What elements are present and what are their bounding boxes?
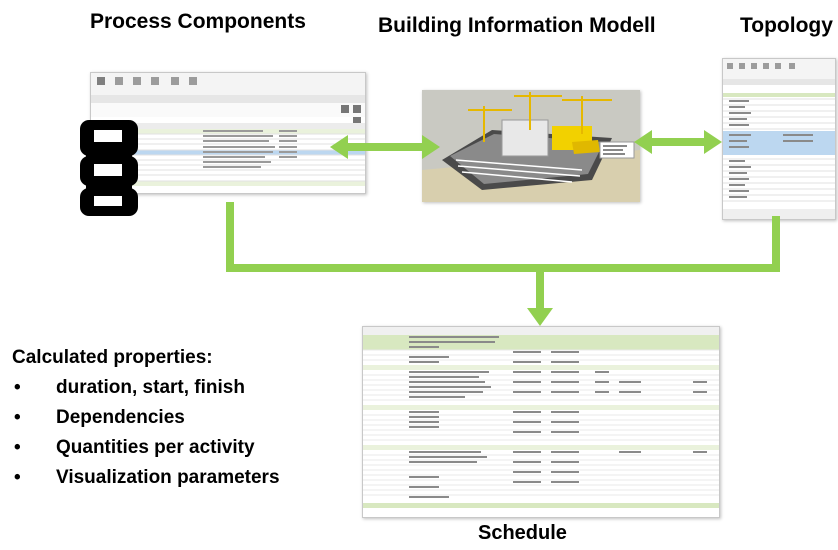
building-model-illustration: [422, 90, 640, 202]
schedule-thumbnail: [363, 327, 719, 508]
topology-screenshot: [722, 58, 836, 220]
line-from-process: [226, 202, 234, 272]
calculated-properties: Calculated properties: duration, start, …: [12, 343, 280, 493]
arrow-bim-topology: [648, 138, 708, 146]
process-components-title: Process Components: [90, 10, 306, 33]
topology-title: Topology: [740, 14, 833, 37]
list-item: Visualization parameters: [12, 463, 280, 493]
list-item: duration, start, finish: [12, 373, 280, 403]
list-item: Quantities per activity: [12, 433, 280, 463]
bim-model-render: [422, 90, 640, 202]
schedule-title: Schedule: [478, 522, 567, 544]
calculated-properties-heading: Calculated properties:: [12, 347, 213, 368]
schedule-screenshot: [362, 326, 720, 518]
horizontal-merge-line: [226, 264, 780, 272]
bim-title: Building Information Modell: [378, 14, 656, 37]
line-from-topology: [772, 216, 780, 272]
process-components-screenshot: [90, 72, 366, 194]
arrowhead-down-schedule: [527, 308, 553, 326]
topology-thumbnail: [723, 59, 835, 219]
list-item: Dependencies: [12, 403, 280, 433]
calculated-properties-list: duration, start, finish Dependencies Qua…: [12, 373, 280, 493]
line-to-schedule: [536, 264, 544, 312]
process-components-thumbnail: [91, 73, 365, 186]
arrowhead-right-topology: [704, 130, 722, 154]
